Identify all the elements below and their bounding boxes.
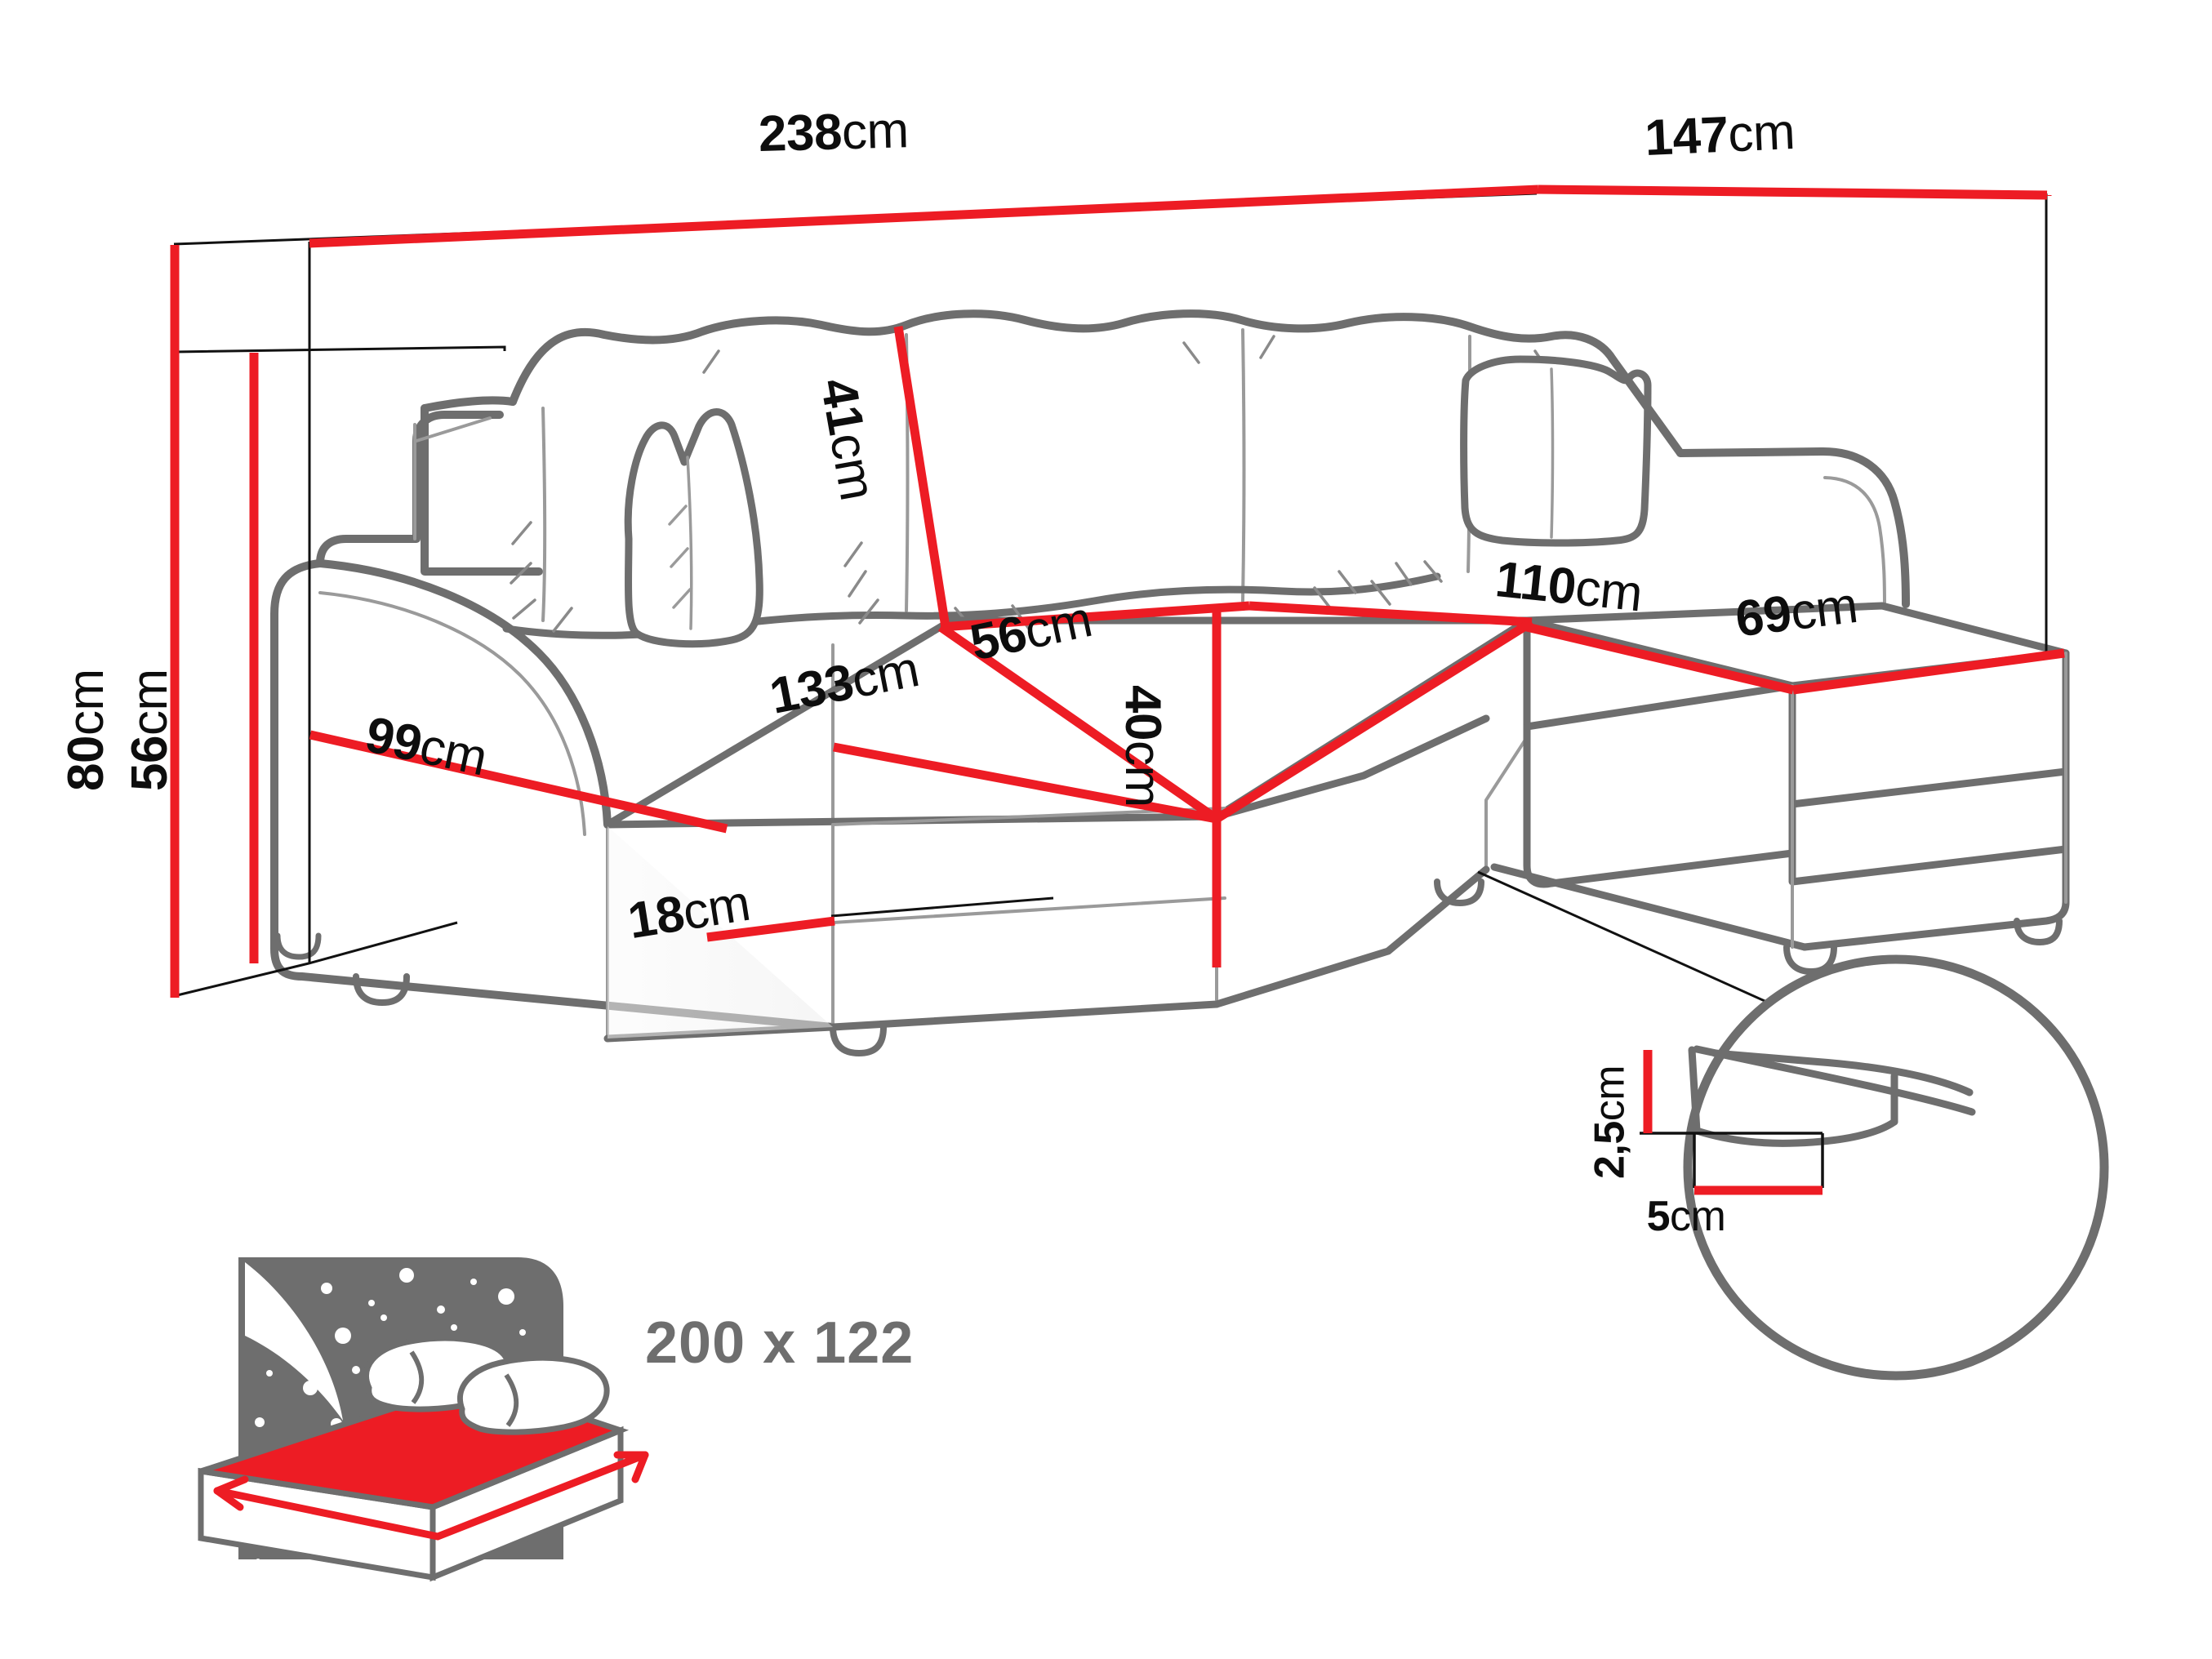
dimline-56-depth-d <box>937 623 1220 823</box>
chaise-box-bottom-edge <box>1490 863 1809 951</box>
bed-dimension-arrows <box>213 1451 649 1541</box>
red-dimension-lines <box>170 185 2065 998</box>
foot-chaise-front <box>1783 944 1837 975</box>
ext-base-bottom <box>173 921 458 998</box>
dimension-unit: cm <box>1787 576 1861 642</box>
dimension-unit: cm <box>818 429 887 505</box>
detail-foot-curve <box>1693 1118 1898 1147</box>
dimension-value: 56 <box>122 736 179 791</box>
sleeping-area-size-label: 200 x 122 <box>645 1310 915 1376</box>
corner-module-right-wall <box>1484 619 1530 871</box>
throw-cushion-center-seam <box>686 456 693 630</box>
dimline-56-depth-c <box>1214 618 1534 823</box>
ext-leader-to-circle <box>1477 870 1773 1006</box>
chaise-backrest-outline <box>1676 447 1910 608</box>
dimline-238 <box>309 185 1539 248</box>
chaise-box-front <box>1523 723 1796 888</box>
bed-pillow-crease-right <box>504 1373 519 1427</box>
corner-module-bottom <box>1213 865 1490 1008</box>
foot-detail-callout <box>1640 954 2109 1381</box>
dimension-unit: cm <box>679 874 754 941</box>
dimension-label-seat-height: 40cm <box>1115 685 1172 807</box>
dimline-18 <box>706 916 835 942</box>
main-base-side-seams <box>831 807 1226 924</box>
throw-cushion-right <box>1460 355 1652 547</box>
dimension-unit: cm <box>122 669 179 736</box>
dimline-147 <box>1538 185 2048 200</box>
dimension-value: 2,5 <box>1586 1121 1634 1179</box>
dimline-133 <box>832 742 1218 824</box>
throw-cushion-right-seam <box>1550 367 1555 539</box>
dimline-110 <box>1525 622 1795 695</box>
foot-mid-front <box>830 1024 887 1056</box>
dimension-unit: cm <box>1115 740 1172 807</box>
dimension-label-overall-depth: 147cm <box>1644 103 1796 167</box>
bed-arrow-head-left <box>213 1475 249 1511</box>
dimension-value: 238 <box>758 104 843 162</box>
left-armrest-body <box>270 559 837 1031</box>
dimension-label-overall-width: 238cm <box>758 102 910 162</box>
corner-module-step <box>1213 714 1490 821</box>
dimension-unit: cm <box>1586 1065 1634 1122</box>
dimension-value: 18 <box>624 885 688 950</box>
ext-18cm-right <box>830 896 1054 918</box>
detail-circle <box>1683 954 2109 1381</box>
dimline-99 <box>309 730 728 834</box>
bed-pillow-crease-left <box>409 1350 425 1404</box>
sofa-back-rail <box>421 404 543 576</box>
dimline-69 <box>1792 648 2065 695</box>
backrest-cushions-top <box>509 309 1617 406</box>
back-cushion-seam-1 <box>541 407 547 622</box>
foot-left-rear <box>274 932 322 960</box>
back-cushion-seam-3 <box>1241 328 1246 603</box>
chaise-back-top-edge <box>1609 355 1685 457</box>
sofa-illustration <box>270 309 2070 1056</box>
ext-backrest-top <box>175 345 506 354</box>
detail-foot-plate-top <box>1711 1049 1974 1096</box>
dimline-41 <box>893 326 950 628</box>
bed-arrow-head-right <box>613 1451 649 1483</box>
moon-crescent <box>245 1262 343 1421</box>
left-armrest-top-curve <box>316 559 612 829</box>
throw-cushion-center <box>624 408 763 648</box>
dimension-value: 110 <box>1493 551 1579 616</box>
sleeping-area-icon <box>198 1257 649 1582</box>
dimension-value: 80 <box>58 736 115 791</box>
dimension-label-overall-height: 80cm <box>58 669 115 791</box>
foot-corner <box>1434 878 1484 906</box>
bed-arrow-length <box>213 1451 649 1541</box>
foot-chaise-rear <box>2014 918 2063 945</box>
dimline-56-depth <box>940 601 1250 632</box>
dimension-value: 41 <box>809 374 875 439</box>
dimension-value: 40 <box>1115 685 1172 741</box>
dimension-unit: cm <box>841 102 910 161</box>
left-armrest-diagonal-seam <box>415 416 492 443</box>
bed-pillow-right <box>456 1354 610 1435</box>
left-armrest-top-inner <box>318 591 586 836</box>
detail-foot-body <box>1688 1046 1701 1135</box>
dimension-unit: cm <box>58 669 115 736</box>
dimension-label-foot-height: 2,5cm <box>1586 1065 1634 1179</box>
dimension-label-backrest-height: 56cm <box>122 669 179 791</box>
dimension-label-foot-width: 5cm <box>1647 1195 1726 1238</box>
dimension-unit: cm <box>1573 559 1645 623</box>
foot-left-front <box>353 973 410 1006</box>
dimension-value: 147 <box>1644 106 1729 167</box>
dimension-unit: cm <box>1670 1193 1726 1240</box>
chaise-backrest-inner <box>1823 476 1886 609</box>
dimension-value: 69 <box>1732 585 1795 648</box>
dimline-56-depth-b <box>1248 601 1533 627</box>
dimension-unit: cm <box>1726 103 1796 163</box>
left-armrest-outline <box>316 411 504 567</box>
dimension-value: 5 <box>1646 1193 1671 1240</box>
sofa-back-left-wing <box>421 396 517 412</box>
